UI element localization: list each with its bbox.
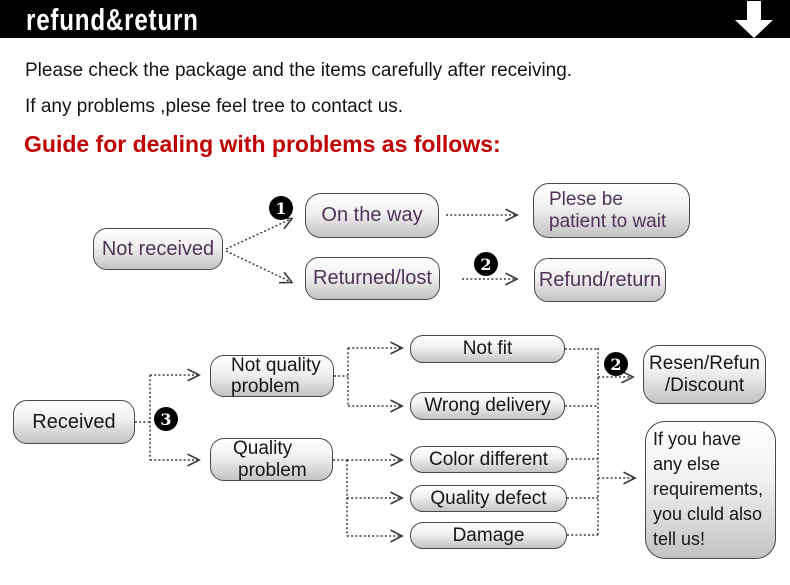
node-label-line: Resen/Refun — [649, 353, 760, 375]
node-label-line: problem — [238, 459, 307, 481]
down-arrow-icon — [735, 1, 773, 38]
intro-line-2: If any problems ,plese feel tree to cont… — [25, 96, 404, 117]
node-label: Returned/lost — [313, 267, 432, 290]
node-please-wait: Plese be patient to wait — [533, 183, 690, 238]
step-badge-2: 2 — [474, 252, 498, 276]
node-more-requirements: If you have any else requirements, you c… — [645, 421, 776, 559]
banner-title: refund&return — [26, 2, 199, 37]
node-label: Damage — [452, 524, 525, 546]
node-label: On the way — [321, 204, 423, 227]
node-damage: Damage — [410, 522, 567, 549]
node-label-line: any else — [653, 454, 721, 474]
node-not-received: Not received — [93, 228, 223, 270]
node-not-quality-problem: Not quality problem — [210, 355, 334, 397]
step-badge-3: 3 — [154, 407, 178, 431]
node-color-different: Color different — [410, 446, 567, 473]
intro-line-1: Please check the package and the items c… — [25, 60, 573, 81]
node-label: Refund/return — [538, 268, 662, 291]
node-quality-problem: Quality problem — [210, 438, 333, 481]
node-received: Received — [13, 400, 135, 444]
step-badge-2b: 2 — [604, 352, 628, 376]
node-label-line: Plese be — [549, 189, 623, 211]
node-label-line: tell us! — [653, 529, 706, 549]
node-label: Not received — [101, 237, 215, 260]
node-label-line: /Discount — [664, 374, 745, 396]
node-label: Received — [32, 410, 116, 433]
node-refund-return: Refund/return — [534, 258, 666, 302]
node-label: Wrong delivery — [424, 395, 551, 417]
node-on-the-way: On the way — [305, 193, 439, 238]
guide-heading: Guide for dealing with problems as follo… — [24, 131, 501, 157]
node-label-line: problem — [231, 376, 300, 397]
node-label-line: you cluld also — [653, 504, 763, 524]
node-label: Not fit — [462, 338, 513, 360]
node-returned-lost: Returned/lost — [305, 257, 440, 300]
node-quality-defect: Quality defect — [410, 485, 567, 512]
node-wrong-delivery: Wrong delivery — [410, 392, 565, 420]
node-label-line: patient to wait — [549, 210, 667, 232]
node-label: Quality defect — [430, 487, 547, 509]
node-label-line: Quality — [233, 438, 293, 460]
node-label-line: Not quality — [231, 354, 321, 376]
node-label: Color different — [429, 448, 548, 470]
node-label-line: requirements, — [653, 479, 764, 499]
node-not-fit: Not fit — [410, 335, 565, 363]
node-resend-refund-discount: Resen/Refun /Discount — [643, 345, 766, 404]
banner: refund&return — [0, 0, 790, 38]
step-badge-1: 1 — [269, 196, 293, 220]
node-label-line: If you have — [653, 429, 742, 449]
